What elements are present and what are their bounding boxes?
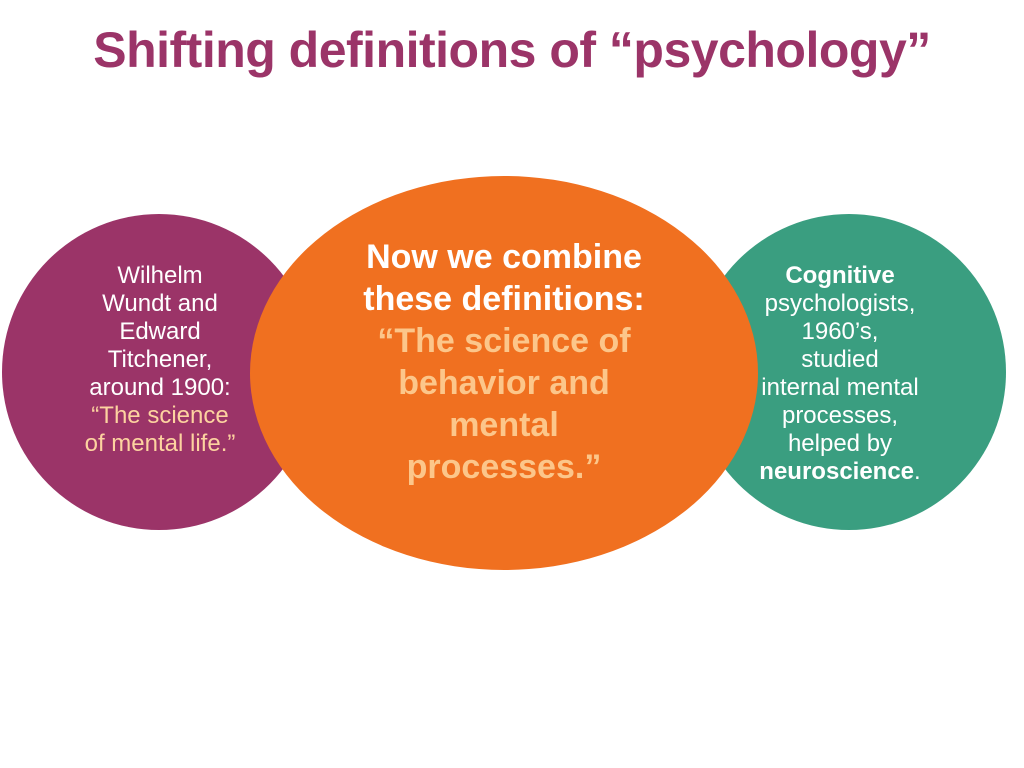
right-bold-last: neuroscience: [759, 458, 915, 485]
left-circle-text: Wilhelm Wundt and Edward Titchener, arou…: [0, 262, 320, 458]
left-quote-line: “The science: [91, 402, 229, 429]
left-line: around 1900:: [89, 374, 231, 401]
right-line: psychologists,: [764, 290, 916, 317]
right-circle-text: Cognitive psychologists, 1960’s, studied…: [680, 262, 1000, 486]
left-line: Titchener,: [107, 346, 213, 373]
right-line: internal mental: [761, 374, 919, 401]
right-line: 1960’s,: [801, 318, 879, 345]
center-ellipse-text: Now we combine these definitions: “The s…: [300, 236, 708, 488]
center-heading-line: these definitions:: [363, 280, 645, 318]
center-quote-line: behavior and: [398, 364, 610, 402]
left-line: Edward: [119, 318, 201, 345]
slide-title: Shifting definitions of “psychology”: [93, 22, 931, 78]
right-line: studied: [801, 346, 879, 373]
right-end-punct: .: [914, 458, 921, 485]
center-quote-line: “The science of: [377, 322, 631, 360]
center-quote-line: mental: [449, 406, 559, 444]
right-last-line: neuroscience.: [680, 458, 1000, 486]
left-line: Wundt and: [102, 290, 218, 317]
center-heading-line: Now we combine: [366, 238, 642, 276]
left-line: Wilhelm: [117, 262, 203, 289]
center-ellipse-combined: [250, 176, 758, 570]
right-bold-first: Cognitive: [785, 262, 895, 289]
right-line: helped by: [787, 430, 893, 457]
left-quote-line: of mental life.”: [84, 430, 236, 457]
center-quote-line: processes.”: [406, 448, 602, 486]
right-line: processes,: [781, 402, 899, 429]
